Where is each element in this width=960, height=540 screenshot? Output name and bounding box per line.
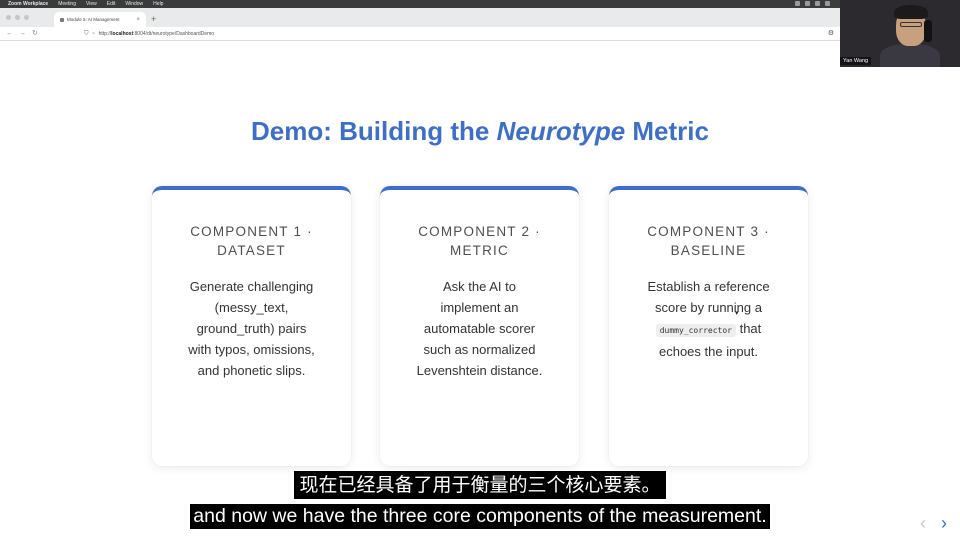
microphone-icon bbox=[924, 20, 932, 42]
window-controls bbox=[6, 15, 29, 20]
inline-code: dummy_corrector bbox=[655, 324, 736, 337]
url-host: localhost bbox=[111, 31, 134, 37]
page-info-icon[interactable]: ▫ bbox=[92, 31, 95, 37]
url-field[interactable]: ⛉ ▫ http://localhost:8004/dt/neurotype/D… bbox=[84, 29, 784, 39]
tray-icon[interactable] bbox=[795, 1, 800, 6]
card-label: COMPONENT 1 · DATASET bbox=[152, 222, 351, 260]
component-card-dataset: COMPONENT 1 · DATASET Generate challengi… bbox=[152, 186, 351, 466]
tray-icon[interactable] bbox=[805, 1, 810, 6]
minimize-window-button[interactable] bbox=[15, 15, 20, 20]
mouse-cursor-icon: ▾ bbox=[735, 310, 739, 317]
new-tab-button[interactable]: + bbox=[151, 14, 157, 24]
favicon-icon bbox=[60, 17, 64, 22]
card-body-after: that echoes the input. bbox=[658, 321, 762, 359]
component-card-metric: COMPONENT 2 · METRIC Ask the AI to imple… bbox=[380, 186, 579, 466]
menubar-item-help[interactable]: Help bbox=[153, 1, 164, 7]
close-window-button[interactable] bbox=[6, 15, 11, 20]
menubar-item-view[interactable]: View bbox=[86, 1, 97, 7]
card-body: Establish a reference score by running a… bbox=[609, 276, 808, 362]
browser-tab-active[interactable]: Module 5: AI Management × bbox=[54, 12, 146, 27]
card-label: COMPONENT 2 · METRIC bbox=[380, 222, 579, 260]
back-arrow-icon[interactable]: ← bbox=[6, 30, 13, 37]
tab-title: Module 5: AI Management bbox=[67, 17, 120, 22]
card-body: Ask the AI to implement an automatable s… bbox=[416, 279, 543, 378]
subtitle-english-text: and now we have the three core component… bbox=[190, 504, 770, 529]
card-label-line2: BASELINE bbox=[670, 243, 747, 258]
subtitle-chinese: 现在已经具备了用于衡量的三个核心要素。 bbox=[0, 471, 960, 499]
prev-slide-chevron-icon[interactable]: ‹ bbox=[920, 513, 926, 533]
browser-address-bar: ← → ↻ ⛉ ▫ http://localhost:8004/dt/neuro… bbox=[0, 27, 840, 41]
menubar-items: Zoom Workplace Meeting View Edit Window … bbox=[8, 0, 163, 8]
url-path: :8004/dt/neurotype/DashboardDemo bbox=[133, 31, 215, 37]
subtitle-chinese-text: 现在已经具备了用于衡量的三个核心要素。 bbox=[294, 471, 666, 499]
menubar-item-app[interactable]: Zoom Workplace bbox=[8, 1, 49, 7]
card-label: COMPONENT 3 · BASELINE bbox=[609, 222, 808, 260]
url-text: http://localhost:8004/dt/neurotype/Dashb… bbox=[98, 31, 215, 37]
browser-tabbar: Module 5: AI Management × + bbox=[0, 8, 840, 27]
component-card-baseline: COMPONENT 3 · BASELINE Establish a refer… bbox=[609, 186, 808, 466]
card-label-line1: COMPONENT 2 · bbox=[418, 224, 541, 239]
card-label-line2: DATASET bbox=[217, 243, 286, 258]
menubar-item-meeting[interactable]: Meeting bbox=[58, 1, 76, 7]
extensions-icon[interactable]: ⚙ bbox=[827, 30, 834, 37]
card-label-line1: COMPONENT 3 · bbox=[647, 224, 770, 239]
next-slide-chevron-icon[interactable]: › bbox=[941, 513, 947, 533]
slide-title-suffix: Metric bbox=[625, 116, 709, 146]
shield-icon[interactable]: ⛉ bbox=[84, 30, 89, 37]
video-participant-tile: Yan Wang bbox=[840, 0, 960, 67]
menubar-item-window[interactable]: Window bbox=[125, 1, 144, 7]
browser-nav-buttons: ← → ↻ bbox=[6, 29, 38, 39]
slide-title-prefix: Demo: Building the bbox=[251, 116, 497, 146]
participant-name: Yan Wang bbox=[840, 57, 872, 65]
participant-shirt bbox=[880, 44, 940, 67]
forward-arrow-icon[interactable]: → bbox=[19, 30, 26, 37]
tray-icon[interactable] bbox=[815, 1, 820, 6]
reload-icon[interactable]: ↻ bbox=[32, 30, 38, 37]
slide-title: Demo: Building the Neurotype Metric bbox=[0, 114, 960, 148]
card-label-line2: METRIC bbox=[450, 243, 509, 258]
menubar-item-edit[interactable]: Edit bbox=[106, 1, 116, 7]
menubar-tray bbox=[795, 1, 830, 6]
mac-menubar: Zoom Workplace Meeting View Edit Window … bbox=[0, 0, 960, 8]
card-body-before: Establish a reference score by running a bbox=[647, 279, 770, 315]
card-body: Generate challenging (messy_text, ground… bbox=[188, 279, 315, 378]
tab-close-icon[interactable]: × bbox=[136, 16, 140, 23]
subtitle-english: and now we have the three core component… bbox=[0, 504, 960, 529]
tray-icon[interactable] bbox=[825, 1, 830, 6]
maximize-window-button[interactable] bbox=[24, 15, 29, 20]
participant-hair bbox=[894, 5, 928, 19]
card-label-line1: COMPONENT 1 · bbox=[190, 224, 313, 239]
slide-title-emphasis: Neurotype bbox=[496, 116, 626, 146]
participant-glasses bbox=[900, 22, 922, 27]
